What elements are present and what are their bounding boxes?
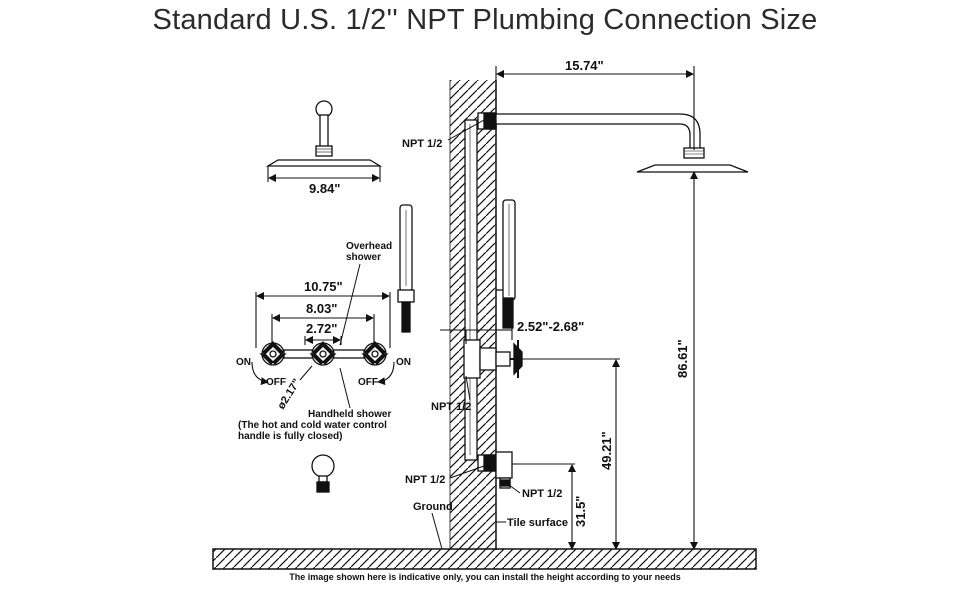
handheld-leader [339, 367, 351, 409]
shower-arm [495, 113, 705, 159]
dim-outer-spacing [255, 292, 391, 348]
dim-handle-diameter [299, 365, 313, 381]
rain-shower-head-side [636, 164, 749, 173]
dim-head-width-label: 9.84" [309, 181, 340, 196]
npt-mid-label: NPT 1/2 [431, 401, 471, 413]
center-cross-handle [309, 341, 337, 366]
diagram-title: Standard U.S. 1/2'' NPT Plumbing Connect… [152, 4, 818, 36]
ground-leader [431, 512, 443, 550]
dim-valve-height-label: 49.21" [599, 431, 614, 470]
footer-note: The image shown here is indicative only,… [289, 572, 681, 582]
off-left-label: OFF [266, 377, 286, 388]
left-rotation-arrow-icon [251, 361, 269, 386]
handheld-note-line2: handle is fully closed) [238, 431, 342, 442]
dim-depth-range-label: 2.52"-2.68" [517, 319, 584, 334]
handheld-title: Handheld shower [308, 409, 391, 420]
on-left-label: ON [236, 357, 251, 368]
ground-slab [212, 548, 757, 570]
dim-mid-spacing-label: 8.03" [306, 301, 337, 316]
dim-arm-length-label: 15.74" [565, 58, 604, 73]
overhead-leader [339, 263, 361, 346]
shower-head-front-view [265, 100, 383, 167]
overhead-label-line2: shower [346, 252, 381, 263]
on-right-label: ON [396, 357, 411, 368]
right-cross-handle [361, 341, 389, 366]
dim-head-width [267, 166, 381, 182]
tile-surface-label: Tile surface [507, 517, 568, 529]
npt-top-leader [447, 119, 485, 141]
npt-outlet-leader [508, 484, 521, 494]
npt-mid-leader [465, 375, 471, 401]
left-cross-handle [259, 341, 287, 366]
dim-inner-spacing-label: 2.72" [306, 321, 337, 336]
overhead-label-line1: Overhead [346, 241, 392, 252]
handheld-front-view [397, 204, 415, 333]
right-rotation-arrow-icon [377, 361, 395, 386]
valve-side-view [463, 339, 523, 379]
dim-outlet-height [512, 463, 576, 550]
npt-outlet-label: NPT 1/2 [522, 488, 562, 500]
ground-label: Ground [413, 501, 453, 513]
dim-outer-spacing-label: 10.75" [304, 279, 343, 294]
npt-low-label: NPT 1/2 [405, 474, 445, 486]
dim-arm-length [495, 66, 695, 150]
handheld-note-line1: (The hot and cold water control [238, 420, 387, 431]
dim-total-height-label: 86.61" [675, 339, 690, 378]
off-right-label: OFF [358, 377, 378, 388]
dim-outlet-height-label: 31.5" [573, 496, 588, 527]
dim-depth-range [440, 325, 513, 344]
wall-outlet-front-view [311, 454, 335, 493]
handheld-side-view [496, 199, 516, 329]
dim-valve-height [522, 358, 620, 550]
npt-top-label: NPT 1/2 [402, 138, 442, 150]
wall-outlet-side-view [495, 451, 513, 489]
dim-inner-spacing [304, 336, 342, 345]
dim-mid-spacing [271, 314, 375, 345]
npt-low-leader [449, 465, 485, 479]
